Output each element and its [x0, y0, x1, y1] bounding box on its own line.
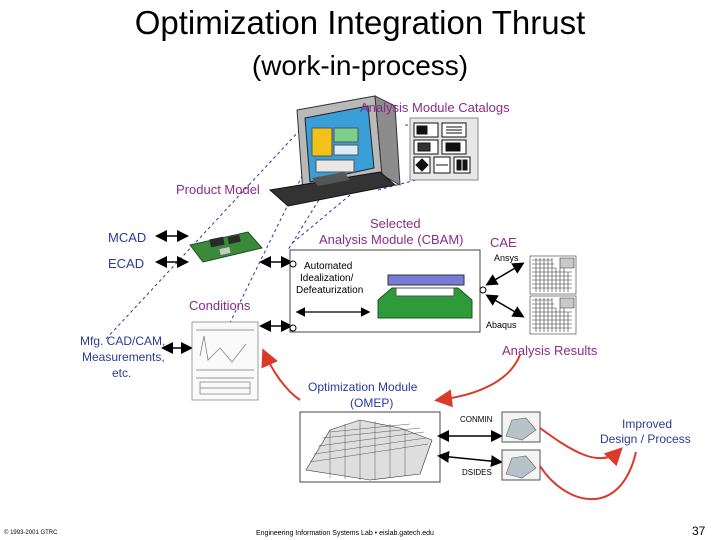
product-model-label: Product Model: [176, 182, 260, 197]
circuit-board-icon: [189, 231, 263, 263]
abaqus-result-icon: [529, 295, 577, 335]
mfg-label-1: Mfg. CAD/CAM,: [80, 334, 166, 348]
footer-copyright: © 1993-2001 GTRC: [4, 530, 58, 536]
conmin-label: CONMIN: [460, 415, 493, 424]
conmin-thumbnail: [501, 411, 541, 443]
computer-icon: [268, 95, 401, 207]
red-feedback-arrows: [261, 348, 637, 501]
selected-label: Selected: [370, 216, 421, 231]
mcad-label: MCAD: [108, 230, 147, 245]
analysis-results-label: Analysis Results: [502, 343, 598, 358]
ansys-label: Ansys: [494, 253, 519, 263]
automated-label-2: Idealization/: [300, 273, 354, 284]
ecad-label: ECAD: [108, 256, 145, 271]
catalog-icons: [409, 117, 479, 181]
dsides-label: DSIDES: [462, 468, 492, 477]
automated-label-1: Automated: [304, 261, 353, 272]
mfg-label-3: etc.: [112, 366, 132, 380]
omep-label-1: Optimization Module: [308, 380, 418, 394]
page-title: Optimization Integration Thrust: [134, 4, 586, 41]
ansys-result-icon: [529, 255, 577, 295]
abaqus-label: Abaqus: [486, 320, 517, 330]
footer-lab: Engineering Information Systems Lab • ei…: [256, 530, 434, 537]
omep-label-2: (OMEP): [350, 396, 394, 410]
cbam-box: [289, 249, 487, 333]
automated-label-3: Defeaturization: [296, 285, 364, 296]
dsides-thumbnail: [501, 449, 541, 481]
omep-surface-plot: [299, 411, 441, 483]
catalogs-label: Analysis Module Catalogs: [360, 100, 510, 115]
conditions-drawing: [191, 321, 259, 401]
improved-label-1: Improved: [622, 417, 673, 431]
mfg-label-2: Measurements,: [82, 350, 165, 364]
improved-label-2: Design / Process: [600, 432, 691, 446]
page-number: 37: [692, 524, 706, 538]
page-subtitle: (work-in-process): [251, 50, 469, 81]
conditions-label: Conditions: [189, 298, 251, 313]
cae-label: CAE: [490, 235, 517, 250]
cbam-label: Analysis Module (CBAM): [319, 232, 464, 247]
